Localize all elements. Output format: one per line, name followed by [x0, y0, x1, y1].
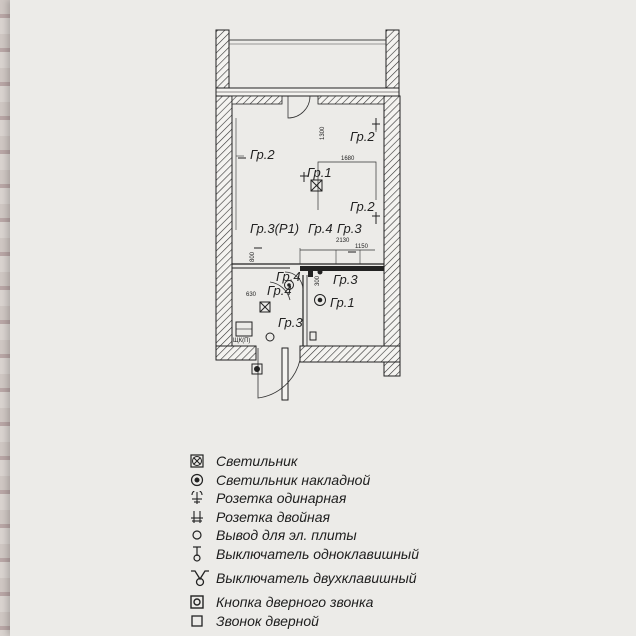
- door-swing-entrance: [257, 348, 301, 399]
- luminaire-icon: [259, 301, 271, 313]
- wall-bottom-right: [299, 345, 401, 363]
- surface-luminaire-icon: [265, 332, 275, 342]
- legend-item: Розетка одинарная: [190, 489, 490, 508]
- luminaire-icon: [190, 453, 212, 469]
- dim-1300: 1300: [320, 126, 326, 140]
- legend-text: Розетка одинарная: [216, 490, 347, 507]
- door-bell-icon: [251, 363, 263, 375]
- wall-outer-right: [383, 95, 401, 377]
- label-gr2-right: Гр.2: [350, 199, 375, 214]
- door-swing-top: [287, 95, 311, 119]
- single-socket-icon: [190, 490, 212, 506]
- label-gr4-small: Гр.4: [267, 283, 292, 298]
- legend-text: Звонок дверной: [216, 612, 319, 629]
- legend-text: Выключатель одноклавишный: [216, 545, 420, 562]
- paper-sheet: [10, 0, 636, 636]
- dim-300: 300: [315, 275, 321, 286]
- balcony-wall-left: [215, 29, 230, 93]
- socket-marker: [309, 331, 317, 341]
- legend-item: Выключатель одноклавишный: [190, 545, 490, 564]
- legend-item: Розетка двойная: [190, 508, 490, 527]
- dim-2130: 2130: [336, 238, 350, 244]
- legend: Светильник Светильник накладной Розетка …: [190, 452, 490, 630]
- legend-item: Звонок дверной: [190, 612, 490, 631]
- stove-outlet-icon: [190, 527, 212, 543]
- surface-luminaire-icon: [284, 280, 294, 290]
- label-gr4: Гр.4: [308, 221, 333, 236]
- label-gr1-bath: Гр.1: [330, 295, 355, 310]
- label-shchk: ЩК(П): [233, 338, 250, 344]
- legend-item: Вывод для эл. плиты: [190, 526, 490, 545]
- legend-item: Кнопка дверного звонка: [190, 593, 490, 612]
- dim-1680: 1680: [341, 156, 355, 162]
- door-bell-button-icon: [190, 594, 212, 610]
- legend-text: Розетка двойная: [216, 508, 331, 525]
- legend-item: Выключатель двухклавишный: [190, 563, 490, 593]
- dim-630: 630: [246, 292, 257, 298]
- legend-text: Кнопка дверного звонка: [216, 594, 374, 611]
- legend-text: Светильник: [216, 453, 298, 470]
- dim-1150: 1150: [355, 244, 369, 250]
- background-edge: [0, 0, 10, 636]
- label-gr3-hall: Гр.3: [333, 272, 358, 287]
- luminaire-icon: [310, 179, 323, 192]
- legend-text: Вывод для эл. плиты: [216, 527, 357, 544]
- balcony-wall-right: [385, 29, 400, 93]
- door-bell-icon: [190, 613, 212, 629]
- label-gr3-room: Гр.3: [337, 221, 362, 236]
- double-socket-icon: [190, 509, 212, 525]
- label-gr3-p1: Гр.3(Р1): [250, 221, 299, 236]
- label-gr3-bottom: Гр.3: [278, 315, 303, 330]
- label-gr4-hall: Гр.4: [276, 269, 301, 284]
- legend-item: Светильник: [190, 452, 490, 471]
- dim-800: 800: [250, 251, 256, 262]
- label-gr2-top-right: Гр.2: [350, 129, 375, 144]
- legend-text: Выключатель двухклавишный: [216, 570, 417, 586]
- wall-top-hatch: [231, 95, 283, 105]
- label-gr2-left: Гр.2: [250, 147, 275, 162]
- label-gr1-room: Гр.1: [307, 165, 332, 180]
- legend-item: Светильник накладной: [190, 471, 490, 490]
- surface-luminaire-icon: [314, 294, 326, 306]
- double-switch-icon: [190, 570, 212, 587]
- single-switch-icon: [190, 546, 212, 562]
- surface-luminaire-icon: [190, 472, 212, 488]
- wall-outer-left: [215, 95, 233, 359]
- wall-bottom-left: [215, 345, 257, 361]
- door-swing-bath: [284, 271, 304, 291]
- legend-text: Светильник накладной: [216, 471, 371, 488]
- entrance-door-leaf[interactable]: [281, 347, 289, 401]
